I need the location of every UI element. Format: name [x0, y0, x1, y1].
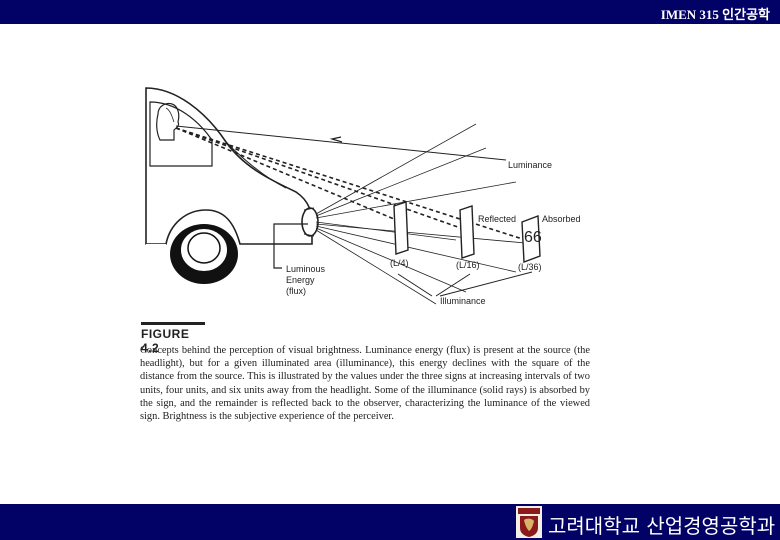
sign-middle	[459, 205, 475, 259]
sign-near	[393, 201, 409, 255]
label-luminous-1: Luminous	[286, 264, 326, 274]
label-sign-value: 66	[524, 229, 542, 246]
car-wheel	[146, 224, 238, 284]
label-reflected: Reflected	[478, 214, 516, 224]
course-title: IMEN 315 인간공학	[660, 7, 770, 22]
reflected-rays	[175, 127, 539, 245]
label-dist-3: (L/36)	[518, 262, 542, 272]
figure-number-block: FIGURE 4.2	[141, 322, 205, 355]
figure-rule	[141, 322, 205, 325]
luminous-bracket	[273, 223, 308, 269]
label-illuminance: Illuminance	[440, 296, 486, 306]
brightness-figure: Luminance Reflected Absorbed 66 Luminous…	[145, 87, 581, 306]
label-dist-2: (L/16)	[456, 260, 480, 270]
sign-far	[521, 215, 541, 263]
department-name: 고려대학교 산업경영공학과	[548, 514, 776, 538]
car-hood-line	[225, 141, 287, 189]
label-luminance: Luminance	[508, 160, 552, 170]
label-luminous-3: (flux)	[286, 286, 306, 296]
luminance-arrow	[175, 125, 507, 161]
illuminance-pointers	[397, 271, 533, 297]
driver-head	[156, 102, 180, 141]
car-windshield	[149, 101, 213, 167]
car-illustration	[145, 87, 314, 245]
footer-bar	[0, 504, 780, 540]
headlight	[301, 207, 319, 237]
figure-number: FIGURE 4.2	[141, 327, 190, 355]
car-body	[145, 87, 314, 245]
korea-university-crest-icon	[516, 506, 542, 538]
figure-caption: Concepts behind the perception of visual…	[140, 345, 590, 423]
light-rays	[315, 123, 537, 305]
label-dist-1: (L/4)	[390, 258, 409, 268]
label-absorbed: Absorbed	[542, 214, 581, 224]
label-luminous-2: Energy	[286, 275, 315, 285]
header-bar: IMEN 315 인간공학	[0, 0, 780, 24]
